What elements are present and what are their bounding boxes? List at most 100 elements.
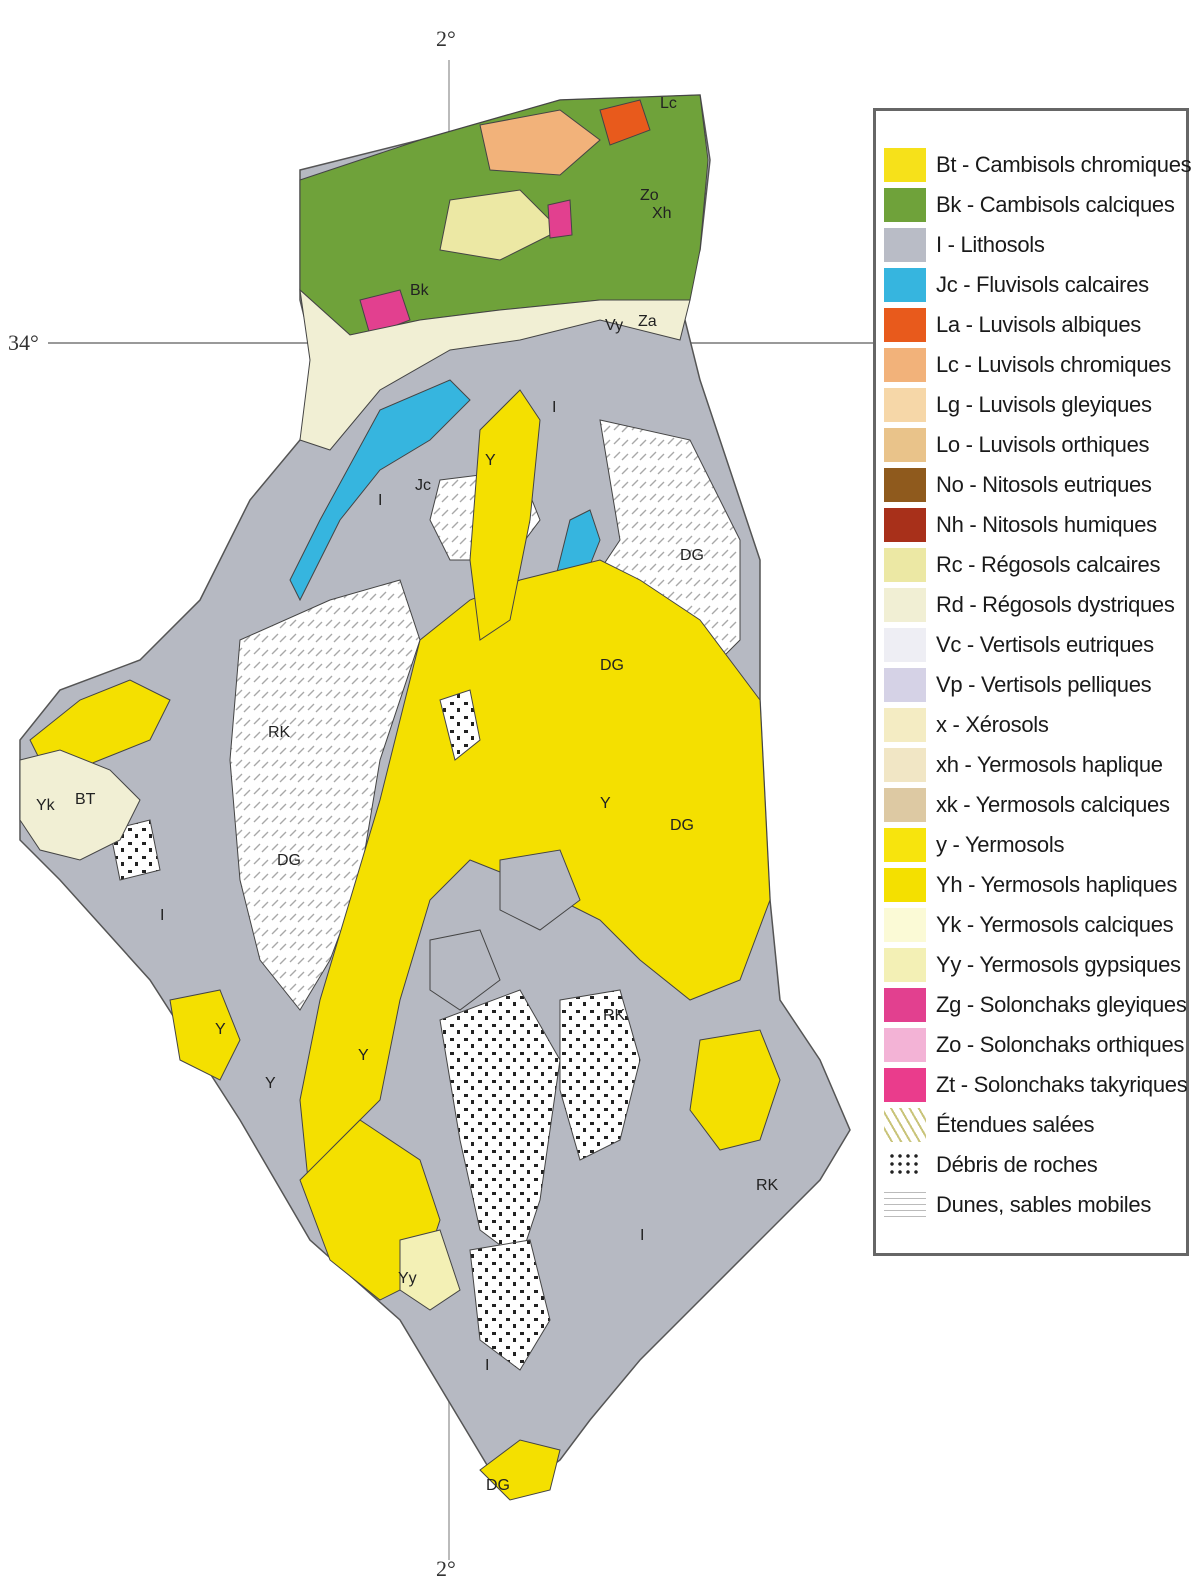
legend-label: Vp - Vertisols pelliques [936,672,1152,697]
y-zone-se [689,1029,781,1151]
legend-item-bk: Bk - Cambisols calciques [884,185,1186,225]
legend-label: Rd - Régosols dystriques [936,592,1175,617]
legend-label: No - Nitosols eutriques [936,472,1152,497]
legend-label: Jc - Fluvisols calcaires [936,272,1149,297]
legend-item-yh: Yh - Yermosols hapliques [884,865,1186,905]
y-zone-bottom [479,1439,561,1501]
legend-item-zo: Zo - Solonchaks orthiques [884,1025,1186,1065]
legend-label: Débris de roches [936,1152,1098,1177]
legend-item-vp: Vp - Vertisols pelliques [884,665,1186,705]
map-label: DG [486,1477,510,1494]
legend-item-rock: Débris de roches [884,1145,1186,1185]
map-label: RK [756,1177,779,1194]
legend-label: Yk - Yermosols calciques [936,912,1174,937]
map-label: DG [670,817,694,834]
map-label: Y [485,452,496,469]
legend-label: Vc - Vertisols eutriques [936,632,1154,657]
legend-swatch [884,988,926,1022]
legend-swatch [884,308,926,342]
legend-swatch [884,708,926,742]
legend-item-rc: Rc - Régosols calcaires [884,545,1186,585]
legend-swatch [884,1188,926,1222]
legend-item-yy: Yy - Yermosols gypsiques [884,945,1186,985]
rock-zone-2 [559,989,641,1161]
legend-swatch [884,948,926,982]
legend-label: Lo - Luvisols orthiques [936,432,1150,457]
legend-item-i: I - Lithosols [884,225,1186,265]
jc-zone [289,379,471,602]
map-label: Jc [415,477,431,494]
legend-item-lc: Lc - Luvisols chromiques [884,345,1186,385]
map-label: Y [265,1075,276,1092]
legend-label: Bk - Cambisols calciques [936,192,1175,217]
legend-swatch [884,548,926,582]
zg-zone-2 [547,199,573,239]
coord-parallel: 34° [8,330,39,355]
legend-label: Étendues salées [936,1112,1095,1137]
map-label: Yk [36,797,56,814]
legend-item-xk: xk - Yermosols calciques [884,785,1186,825]
map-label: I [552,399,556,416]
rock-zone-1 [439,989,561,1261]
legend-item-no: No - Nitosols eutriques [884,465,1186,505]
legend-label: xk - Yermosols calciques [936,792,1170,817]
legend-item-la: La - Luvisols albiques [884,305,1186,345]
map-label: Vy [605,317,623,334]
legend-swatch [884,428,926,462]
legend-label: y - Yermosols [936,832,1065,857]
map-label: Y [358,1047,369,1064]
legend-label: x - Xérosols [936,712,1049,737]
zg-zone [359,289,411,336]
legend-label: La - Luvisols albiques [936,312,1141,337]
legend-item-vc: Vc - Vertisols eutriques [884,625,1186,665]
map-label: BT [75,791,96,808]
legend-swatch [884,828,926,862]
map-label: I [160,907,164,924]
rock-zone-3 [469,1239,551,1371]
legend-label: Lg - Luvisols gleyiques [936,392,1152,417]
legend-label: xh - Yermosols haplique [936,752,1163,777]
rock-zone-4 [439,689,481,761]
legend-swatch [884,588,926,622]
map-label: I [485,1357,489,1374]
legend-item-lo: Lo - Luvisols orthiques [884,425,1186,465]
legend-swatch [884,868,926,902]
map-label: Bk [410,282,430,299]
legend-swatch [884,228,926,262]
coord-bottom-meridian: 2° [436,1556,456,1581]
map-label: Xh [652,205,672,222]
legend-item-zg: Zg - Solonchaks gleyiques [884,985,1187,1025]
legend-item-jc: Jc - Fluvisols calcaires [884,265,1186,305]
legend-label: Yy - Yermosols gypsiques [936,952,1181,977]
map-label: RK [268,724,291,741]
i-inclusion-2 [499,849,581,931]
legend-label: Rc - Régosols calcaires [936,552,1161,577]
map-label: Y [600,795,611,812]
legend-swatch [884,388,926,422]
map-label: I [378,492,382,509]
legend-label: Yh - Yermosols hapliques [936,872,1178,897]
legend-swatch [884,1108,926,1142]
legend-item-zt: Zt - Solonchaks takyriques [884,1065,1188,1105]
legend-item-nh: Nh - Nitosols humiques [884,505,1186,545]
legend-label: Bt - Cambisols chromiques [936,152,1192,177]
legend-swatch [884,1028,926,1062]
rd-zone [299,288,691,451]
map-label: Zo [640,187,659,204]
legend-swatch [884,268,926,302]
legend-label: Zt - Solonchaks takyriques [936,1072,1188,1097]
legend-swatch [884,748,926,782]
map-label: Yy [398,1270,417,1287]
map-label: Lc [660,95,677,112]
map-label: Za [638,313,657,330]
yy-zone-south [399,1229,461,1311]
legend-item-y: y - Yermosols [884,825,1186,865]
legend-item-xh: xh - Yermosols haplique [884,745,1186,785]
legend-swatch [884,148,926,182]
map-label: DG [680,547,704,564]
legend-item-lg: Lg - Luvisols gleyiques [884,385,1186,425]
legend-swatch [884,188,926,222]
legend-label: Zg - Solonchaks gleyiques [936,992,1187,1017]
rc-zone [439,189,561,261]
